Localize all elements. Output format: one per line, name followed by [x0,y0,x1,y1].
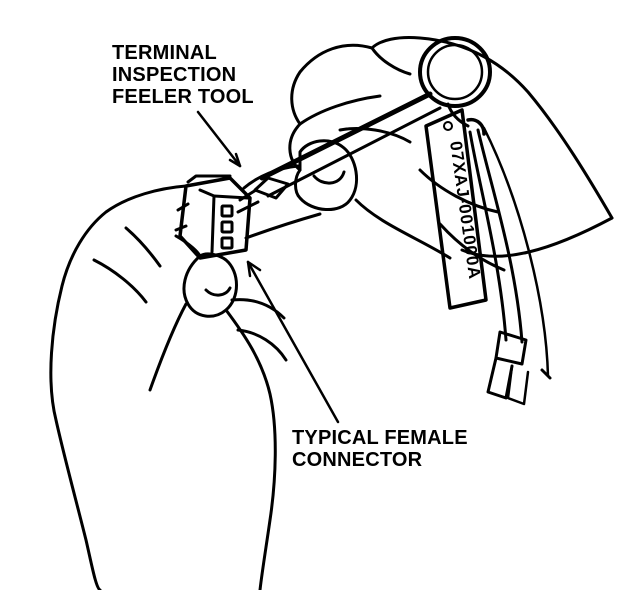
tool-tag: 07XAJ-001000A [424,108,488,310]
feeler-tool-label: TERMINAL INSPECTION FEELER TOOL [112,42,254,108]
female-connector-label: TYPICAL FEMALE CONNECTOR [292,427,468,471]
feeler-tool-label-line-1: TERMINAL [112,42,217,64]
left-hand [49,184,288,590]
tag-part-number: 07XAJ-001000A [446,140,484,281]
leader-line-connector [246,260,340,424]
key-ring [418,36,492,136]
test-leads [468,126,552,406]
feeler-tool-label-line-2: INSPECTION [112,64,237,86]
female-connector-label-line-1: TYPICAL FEMALE [292,427,468,449]
female-connector [174,174,252,260]
leader-line-tool [196,110,242,168]
feeler-tool [236,91,442,214]
female-connector-label-line-2: CONNECTOR [292,449,423,471]
feeler-tool-label-line-3: FEELER TOOL [112,86,254,108]
